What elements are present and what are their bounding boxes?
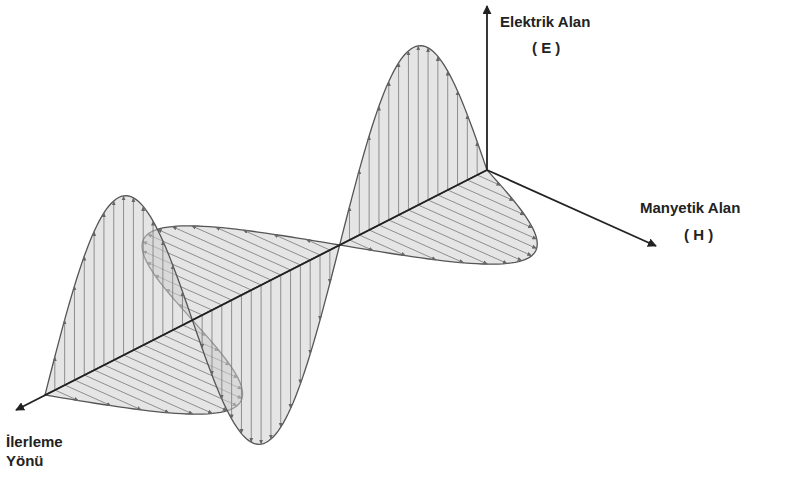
electric-field-vector: [211, 310, 212, 375]
electric-field-vector: [221, 305, 222, 399]
magnetic-field-vector: [243, 230, 310, 260]
electric-field-lobe: [192, 245, 339, 444]
axis-label: İlerleme Yönü: [6, 432, 86, 470]
magnetic-field-vector: [65, 385, 111, 406]
electric-field-vector: [418, 46, 419, 205]
axis-group: [16, 6, 656, 410]
electric-field-vector: [84, 256, 85, 375]
magnetic-field-vector: [467, 180, 513, 201]
electric-field-vector: [457, 91, 458, 185]
magnetic-field-vector: [477, 175, 501, 186]
magnetic-field-vector: [94, 370, 193, 414]
electric-field-vector: [162, 241, 163, 335]
electric-field-lobe: [45, 196, 192, 395]
electric-field-vector: [64, 320, 65, 385]
electric-field-vector: [359, 170, 360, 235]
magnetic-axis: [487, 170, 656, 246]
electric-field-vector: [54, 357, 55, 390]
axis-symbol: ( H ): [684, 225, 713, 244]
electric-field-vector: [447, 71, 448, 190]
electric-field-vector: [231, 300, 232, 419]
electric-field-vector: [241, 295, 242, 434]
electric-field-vector: [103, 213, 104, 365]
electric-field-vector: [290, 270, 291, 409]
magnetic-field-vector: [399, 215, 508, 263]
magnetic-field-vector: [408, 210, 522, 261]
electric-field-vector: [182, 292, 183, 325]
electric-field-vector: [74, 286, 75, 380]
magnetic-field-vector: [418, 205, 532, 256]
electric-field-vector: [369, 136, 370, 230]
electric-field-vector: [143, 206, 144, 345]
magnetic-field-vector: [192, 226, 291, 270]
electric-field-lobe: [340, 46, 487, 245]
magnetic-field-vector: [172, 227, 281, 275]
magnetic-field-vector: [448, 190, 533, 228]
magnetic-field-vector: [379, 225, 464, 263]
propagation-axis: [16, 170, 487, 410]
electric-field-vector: [388, 81, 389, 220]
magnetic-field-vector: [84, 375, 169, 413]
magnetic-field-vector: [306, 239, 330, 250]
electric-field-vector: [202, 315, 203, 348]
magnetic-field-vector: [438, 195, 537, 239]
magnetic-field-vector: [274, 234, 320, 255]
electric-field-vector: [428, 48, 429, 200]
magnetic-field-vector: [104, 365, 213, 413]
magnetic-field-vector: [458, 185, 525, 215]
electric-field-vector: [153, 221, 154, 340]
magnetic-field-vector: [55, 390, 79, 401]
electric-field-vector: [408, 51, 409, 210]
electric-field-vector: [467, 115, 468, 180]
electric-field-vector: [320, 255, 321, 320]
electric-field-vector: [172, 265, 173, 330]
magnetic-field-vector: [369, 230, 436, 260]
electric-field-vector: [113, 201, 114, 360]
electric-axis: [486, 6, 488, 170]
electric-field-vector: [310, 260, 311, 354]
electric-field-vector: [329, 250, 330, 283]
magnetic-field-vector: [216, 227, 301, 265]
electric-field-vector: [378, 106, 379, 225]
magnetic-field-vector: [359, 235, 405, 256]
magnetic-field-vector: [74, 380, 141, 410]
electric-field-vector: [398, 63, 399, 215]
magnetic-field-vector: [389, 220, 488, 264]
electric-field-vector: [477, 142, 478, 175]
axis-label: Elektrik Alan: [500, 12, 590, 31]
electric-field-vector: [270, 280, 271, 439]
electric-field-vector: [437, 56, 438, 195]
electric-field-vector: [94, 231, 95, 370]
electric-field-vector: [123, 196, 124, 355]
electric-field-vector: [280, 275, 281, 427]
electric-field-vector: [251, 290, 252, 442]
electric-field-vector: [300, 265, 301, 384]
magnetic-field-vector: [349, 240, 373, 251]
axis-label: Manyetik Alan: [640, 198, 740, 217]
electric-field-vector: [261, 285, 262, 444]
axis-symbol: ( E ): [532, 38, 560, 57]
electric-field-vector: [349, 207, 350, 240]
magnetic-field-vector: [428, 200, 537, 248]
electric-field-vector: [133, 198, 134, 350]
wave-group: [45, 46, 537, 445]
